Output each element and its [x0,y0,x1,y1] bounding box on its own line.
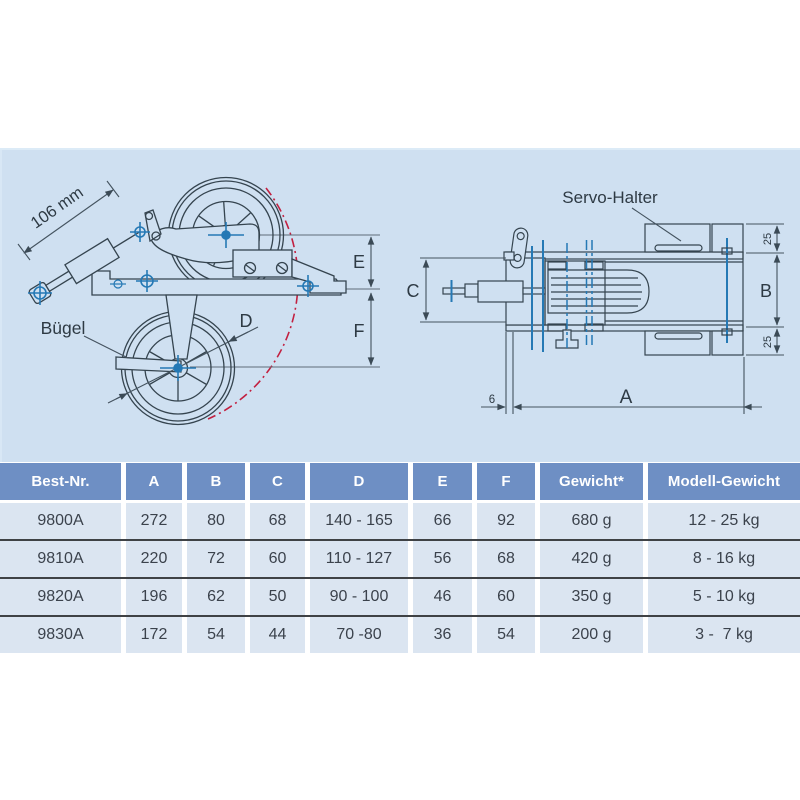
retract-arc [207,187,299,420]
cell-best-nr: 9820A [0,579,121,615]
cell-d: 110 - 127 [310,541,408,577]
dim-25-bottom-label: 25 [762,336,774,348]
col-header-b: B [187,463,245,500]
rear-mount-block [232,249,293,278]
buegel-leader [83,335,129,359]
col-header-gewicht: Gewicht* [540,463,643,500]
col-header-best-nr: Best-Nr. [0,463,121,500]
header-gap [0,500,800,503]
cell-d: 70 -80 [310,617,408,653]
cell-a: 272 [126,503,182,539]
dim-a [481,332,762,414]
marker-right-pivot [297,275,319,297]
buegel-label: Bügel [41,318,86,338]
table-row: 9800A 272 80 68 140 - 165 66 92 680 g 12… [0,503,800,539]
servo-holder-top [644,223,711,253]
cell-modell-gewicht: 5 - 10 kg [648,579,800,615]
cell-c: 44 [250,617,305,653]
cell-b: 80 [187,503,245,539]
dim-b-label: B [760,281,772,301]
servo-holder-bottom [644,330,711,356]
dim-f-label: F [354,321,365,341]
drawing-panel: 106 mm Bügel D E F [0,148,800,462]
dim-106mm [17,180,120,261]
motor [547,269,650,314]
right-wedge [291,258,347,294]
col-header-d: D [310,463,408,500]
buegel-bar [115,356,182,373]
row-separator [0,539,800,541]
dim-c-label: C [407,281,420,301]
cell-c: 50 [250,579,305,615]
cell-f: 68 [477,541,535,577]
cell-e: 66 [413,503,472,539]
servo-arm [503,227,529,269]
spec-table: Best-Nr. A B C D E F Gewicht* Modell-Gew… [0,463,800,653]
marker-lower-hub [160,355,196,381]
cell-e: 56 [413,541,472,577]
marker-actuator-pivot [28,281,52,305]
cell-best-nr: 9800A [0,503,121,539]
dim-d [107,326,259,404]
side-view: 106 mm Bügel D E F [17,176,380,426]
cell-gewicht: 350 g [540,579,643,615]
cell-b: 62 [187,579,245,615]
dim-25-top-label: 25 [762,233,774,245]
spec-table-header: Best-Nr. A B C D E F Gewicht* Modell-Gew… [0,463,800,500]
cell-b: 72 [187,541,245,577]
swing-arm [150,223,260,264]
cell-gewicht: 680 g [540,503,643,539]
cell-d: 140 - 165 [310,503,408,539]
dim-6-label: 6 [489,394,495,406]
col-header-modell-gewicht: Modell-Gewicht [648,463,800,500]
top-view: Servo-Halter C 25 B 25 [407,188,784,414]
dim-right-stack [746,223,784,356]
cell-best-nr: 9810A [0,541,121,577]
cell-modell-gewicht: 12 - 25 kg [648,503,800,539]
cell-a: 220 [126,541,182,577]
cell-e: 46 [413,579,472,615]
cell-best-nr: 9830A [0,617,121,653]
marker-plate-pivot [136,270,158,292]
row-separator [0,577,800,579]
dim-e-label: E [353,252,365,272]
cell-e: 36 [413,617,472,653]
marker-upper-hub [208,222,244,248]
col-header-a: A [126,463,182,500]
marker-arm-pivot [130,222,150,242]
servo-label: Servo-Halter [562,188,658,207]
centerline-markers [28,222,319,381]
cell-c: 60 [250,541,305,577]
table-row: 9830A 172 54 44 70 -80 36 54 200 g 3 - 7… [0,617,800,653]
cell-f: 92 [477,503,535,539]
wheel-fork [165,294,198,360]
cell-b: 54 [187,617,245,653]
table-row: 9820A 196 62 50 90 - 100 46 60 350 g 5 -… [0,579,800,615]
dim-c [420,257,506,323]
landing-gear-drawing: 106 mm Bügel D E F [17,176,784,426]
top-view-centerlines [450,238,728,352]
cell-f: 54 [477,617,535,653]
actuator-rod-top [442,280,546,303]
cell-c: 68 [250,503,305,539]
row-separator [0,615,800,617]
marker-plate-hole [110,279,126,289]
cell-d: 90 - 100 [310,579,408,615]
dim-a-label: A [620,387,633,408]
cell-modell-gewicht: 3 - 7 kg [648,617,800,653]
dim-106mm-label: 106 mm [28,183,87,232]
col-header-c: C [250,463,305,500]
cell-modell-gewicht: 8 - 16 kg [648,541,800,577]
cell-gewicht: 420 g [540,541,643,577]
bottom-rail [505,324,744,332]
table-row: 9810A 220 72 60 110 - 127 56 68 420 g 8 … [0,541,800,577]
servo-leader [631,207,682,242]
col-header-f: F [477,463,535,500]
cell-f: 60 [477,579,535,615]
cell-gewicht: 200 g [540,617,643,653]
cell-a: 172 [126,617,182,653]
cell-a: 196 [126,579,182,615]
dim-d-label: D [240,311,253,331]
col-header-e: E [413,463,472,500]
